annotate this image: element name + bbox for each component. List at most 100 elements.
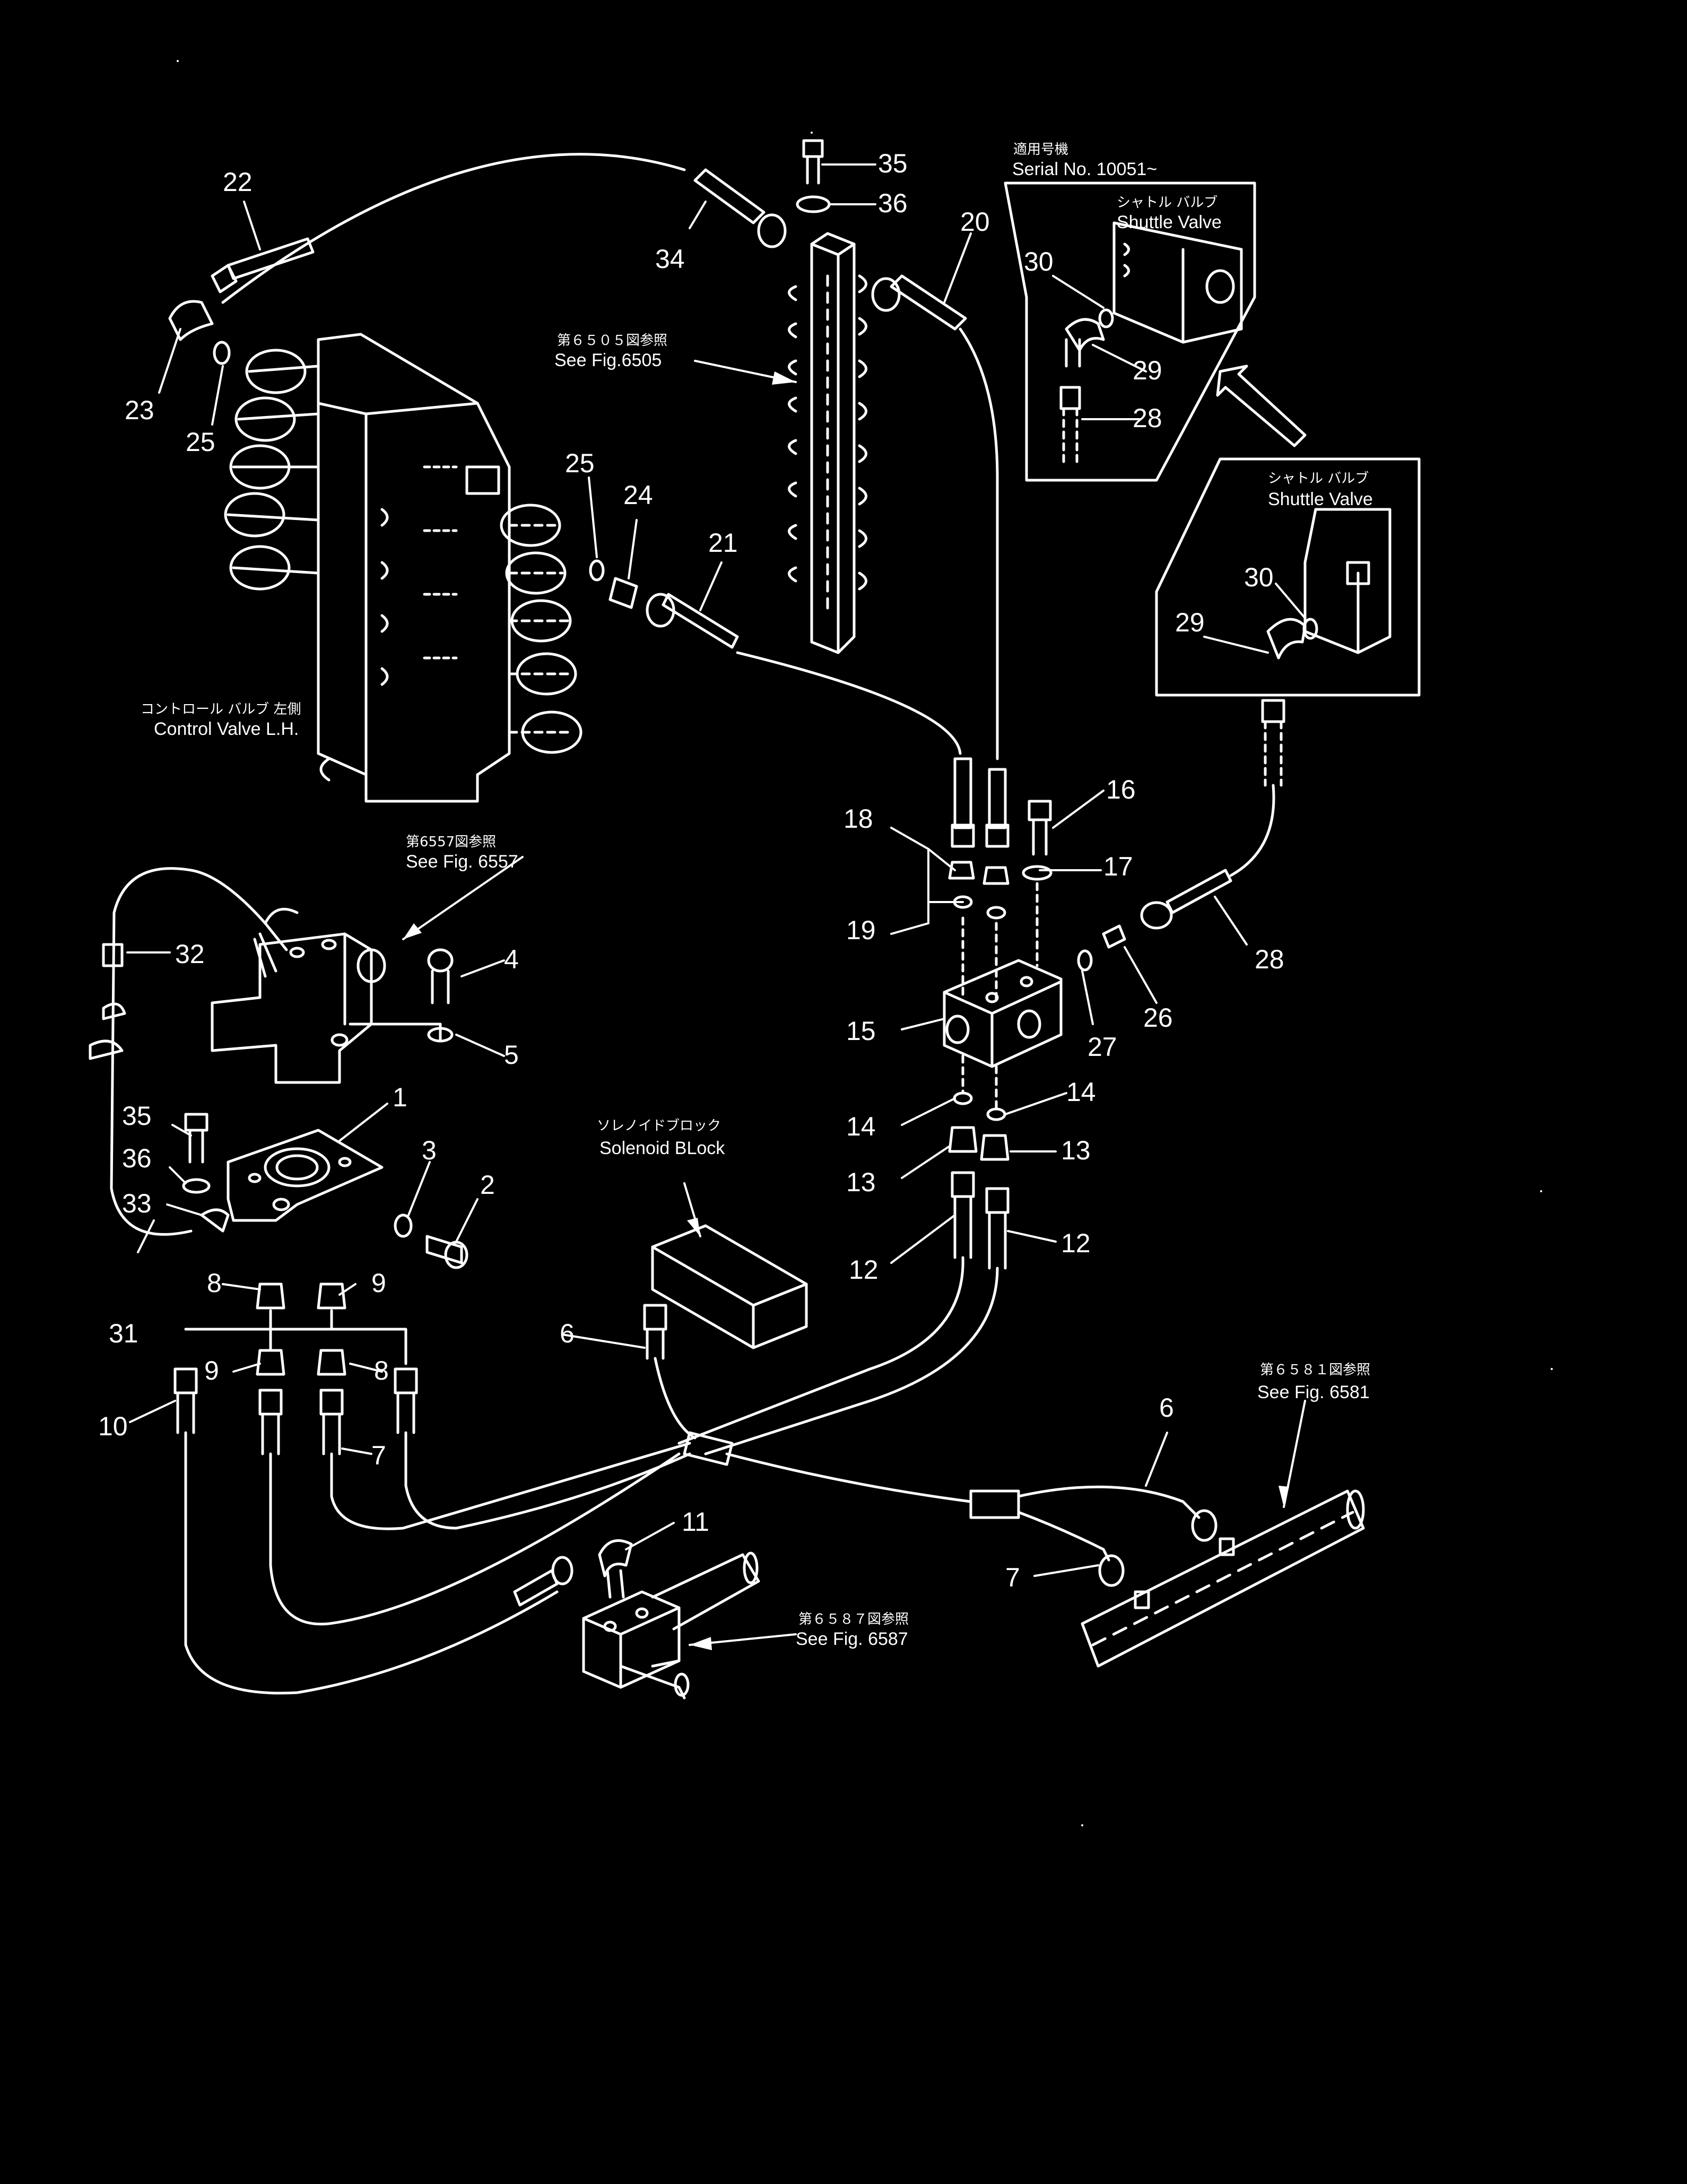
callout-12-right: 12 — [1061, 1228, 1091, 1258]
hoses-12-run — [677, 1256, 999, 1455]
callout-3: 3 — [422, 1136, 437, 1165]
clip-32 — [102, 943, 124, 967]
shuttle-top-jp-label: シャトル バルブ — [1117, 195, 1218, 211]
see6557-label: See Fig. 6557 — [406, 852, 518, 872]
washer-3 — [394, 1214, 413, 1238]
bracket-1 — [227, 1129, 384, 1222]
callout-29-mid: 29 — [1175, 608, 1205, 637]
callout-35-bracket: 35 — [122, 1101, 152, 1131]
hose-20 — [871, 274, 967, 331]
callout-7-right: 7 — [1005, 1563, 1020, 1592]
callout-19: 19 — [846, 915, 876, 945]
see6505-label: See Fig.6505 — [554, 350, 662, 370]
serial-jp-label: 適用号機 — [1013, 142, 1068, 158]
callout-11: 11 — [682, 1507, 709, 1537]
hose-9-run — [269, 1452, 681, 1626]
callout-28-mid: 28 — [1255, 944, 1284, 974]
hose-10-run — [184, 1431, 559, 1695]
callout-4: 4 — [504, 944, 519, 974]
callout-6-right: 6 — [1159, 1393, 1174, 1423]
callout-20: 20 — [960, 207, 990, 237]
o-ring-19-right — [986, 906, 1006, 920]
hose-21-line — [736, 651, 962, 755]
arrow-shuttle — [1216, 365, 1307, 447]
o-ring-25-mid — [589, 559, 605, 582]
cable-clamps — [89, 1002, 126, 1060]
callout-13-right: 13 — [1061, 1136, 1091, 1165]
hose-18-left — [953, 757, 972, 829]
callout-28-top: 28 — [1133, 403, 1162, 433]
callout-21: 21 — [708, 528, 738, 558]
washer-17 — [1022, 865, 1053, 881]
shuttle-valve-mid-box — [1155, 457, 1421, 697]
shuttle-mid-label: Shuttle Valve — [1268, 489, 1373, 509]
hoses-12 — [953, 1195, 1007, 1270]
callout-36-bracket: 36 — [122, 1143, 152, 1173]
hose-22 — [211, 237, 315, 293]
see6587-label: See Fig. 6587 — [796, 1629, 908, 1649]
o-ring-14-right — [986, 1107, 1006, 1121]
callout-36-top: 36 — [878, 188, 908, 218]
arrowheads — [403, 371, 1289, 1650]
callout-22: 22 — [223, 167, 253, 197]
callout-25-mid: 25 — [565, 448, 595, 478]
callout-8-top: 8 — [207, 1268, 222, 1298]
callout-34: 34 — [655, 244, 685, 274]
callout-15: 15 — [846, 1016, 876, 1046]
callout-30-mid: 30 — [1244, 562, 1274, 592]
nut-12-right — [985, 1187, 1010, 1214]
hose-28-upper — [1261, 699, 1285, 787]
callout-32: 32 — [175, 939, 205, 969]
see6587-jp-label: 第６５８７図参照 — [798, 1611, 909, 1627]
shuttle-mid-jp-label: シャトル バルブ — [1268, 471, 1369, 487]
solenoid-label: Solenoid BLock — [599, 1138, 725, 1158]
fittings-8-9 — [184, 1282, 407, 1376]
harness-band-right — [969, 1489, 1020, 1519]
fittings-13 — [948, 1126, 1010, 1161]
harness-right — [1017, 1485, 1201, 1562]
adapter-26 — [1102, 924, 1126, 949]
control-valve-label: Control Valve L.H. — [154, 719, 299, 739]
control-valve-lh — [224, 333, 582, 803]
shuttle-valve-serial-box — [1004, 181, 1256, 482]
callout-29-top: 29 — [1133, 356, 1162, 385]
control-valve-jp-label: コントロール バルブ 左側 — [141, 701, 301, 717]
callout-14-right: 14 — [1066, 1077, 1096, 1107]
nut-left — [951, 824, 975, 848]
pilot-manifold — [788, 139, 867, 654]
scan-specks — [177, 60, 1553, 1826]
callout-13-left: 13 — [846, 1167, 876, 1197]
hose-28 — [1140, 869, 1232, 930]
callout-9-bottom: 9 — [204, 1356, 219, 1385]
hose-34 — [693, 168, 787, 248]
cable-31 — [110, 867, 267, 1236]
solenoid-jp-label: ソレノイドブロック — [597, 1118, 721, 1134]
elbow-11 — [598, 1539, 633, 1599]
pipe-6581 — [1081, 1489, 1365, 1668]
bolt-4 — [427, 948, 454, 1004]
bolt-2 — [425, 1235, 468, 1269]
o-ring-25-top — [213, 341, 231, 365]
leader-lines — [126, 163, 1306, 1646]
harness-band-left — [683, 1431, 734, 1466]
o-ring-14-left — [953, 1091, 973, 1105]
see6581-jp-label: 第６５８１図参照 — [1260, 1362, 1370, 1378]
hose-21 — [646, 593, 739, 649]
hose-28-line — [1229, 784, 1275, 877]
nut-12-left — [951, 1171, 975, 1198]
callout-10: 10 — [98, 1411, 128, 1441]
callout-35-top: 35 — [878, 149, 908, 178]
washer-36-bracket — [182, 1178, 211, 1194]
hose-6-left — [643, 1304, 697, 1440]
shuttle-top-label: Shuttle Valve — [1117, 212, 1222, 232]
serial-label: Serial No. 10051~ — [1012, 159, 1157, 179]
harness-mid — [725, 1452, 972, 1503]
callout-7-left: 7 — [371, 1441, 386, 1470]
callout-25-left: 25 — [186, 427, 215, 457]
hose-18-right — [988, 768, 1007, 829]
bolt-35-bracket — [184, 1113, 208, 1164]
hose-8-run — [404, 1431, 691, 1530]
see6505-jp-label: 第６５０５図参照 — [557, 333, 667, 349]
